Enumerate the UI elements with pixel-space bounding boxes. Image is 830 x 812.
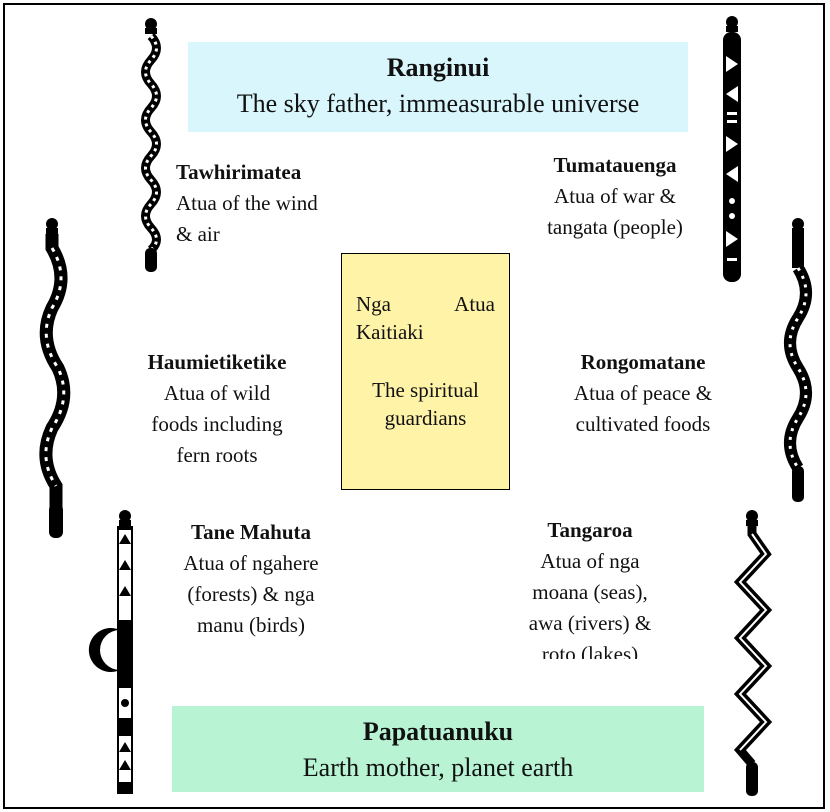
atua-desc-line: Atua of peace &: [548, 378, 738, 409]
atua-tane-mahuta: Tane Mahuta Atua of ngahere (forests) & …: [158, 517, 344, 641]
atua-desc-line: Atua of war &: [520, 181, 710, 212]
atua-name: Tawhirimatea: [176, 157, 318, 188]
wind-spiral-staff-icon: [136, 18, 166, 273]
forest-carved-staff-icon: [104, 510, 144, 798]
papatuanuku-name: Papatuanuku: [172, 714, 704, 750]
sea-zigzag-staff-icon: [734, 510, 774, 798]
atua-name: Tangaroa: [500, 515, 680, 546]
atua-desc-line: manu (birds): [158, 610, 344, 641]
center-word-kaitiaki: Kaitiaki: [356, 318, 495, 346]
war-carved-staff-icon: [718, 16, 746, 288]
nga-atua-kaitiaki-box: Nga Atua Kaitiaki The spiritual guardian…: [341, 253, 510, 490]
atua-desc-line: Atua of wild: [117, 378, 317, 409]
center-word-nga: Nga: [356, 290, 391, 318]
peace-wave-staff-icon: [780, 218, 816, 504]
atua-desc-line: moana (seas),: [500, 577, 680, 608]
center-line-guardians: guardians: [356, 404, 495, 432]
atua-tawhirimatea: Tawhirimatea Atua of the wind & air: [176, 157, 318, 250]
atua-desc-line: roto (lakes): [500, 639, 680, 659]
atua-desc-line: tangata (people): [520, 212, 710, 243]
atua-desc-line: Atua of the wind: [176, 188, 318, 219]
atua-name: Tane Mahuta: [158, 517, 344, 548]
ranginui-name: Ranginui: [188, 50, 688, 86]
atua-tumatauenga: Tumatauenga Atua of war & tangata (peopl…: [520, 150, 710, 243]
atua-name: Tumatauenga: [520, 150, 710, 181]
atua-desc-line: foods including: [117, 409, 317, 440]
ranginui-box: Ranginui The sky father, immeasurable un…: [188, 42, 688, 132]
papatuanuku-box: Papatuanuku Earth mother, planet earth: [172, 706, 704, 792]
atua-tangaroa: Tangaroa Atua of nga moana (seas), awa (…: [500, 515, 680, 659]
atua-desc-line: Atua of nga: [500, 546, 680, 577]
wild-foods-wave-staff-icon: [38, 218, 74, 540]
atua-name: Rongomatane: [548, 347, 738, 378]
center-word-atua: Atua: [454, 290, 495, 318]
atua-desc-line: fern roots: [117, 440, 317, 471]
center-line-spiritual: The spiritual: [356, 376, 495, 404]
atua-desc-line: & air: [176, 219, 318, 250]
ranginui-description: The sky father, immeasurable universe: [188, 86, 688, 122]
papatuanuku-description: Earth mother, planet earth: [172, 750, 704, 786]
atua-desc-line: (forests) & nga: [158, 579, 344, 610]
atua-haumietiketike: Haumietiketike Atua of wild foods includ…: [117, 347, 317, 471]
atua-desc-line: Atua of ngahere: [158, 548, 344, 579]
atua-name: Haumietiketike: [117, 347, 317, 378]
center-title-row: Nga Atua: [356, 290, 495, 318]
atua-desc-line: cultivated foods: [548, 409, 738, 440]
atua-rongomatane: Rongomatane Atua of peace & cultivated f…: [548, 347, 738, 440]
atua-desc-line: awa (rivers) &: [500, 608, 680, 639]
